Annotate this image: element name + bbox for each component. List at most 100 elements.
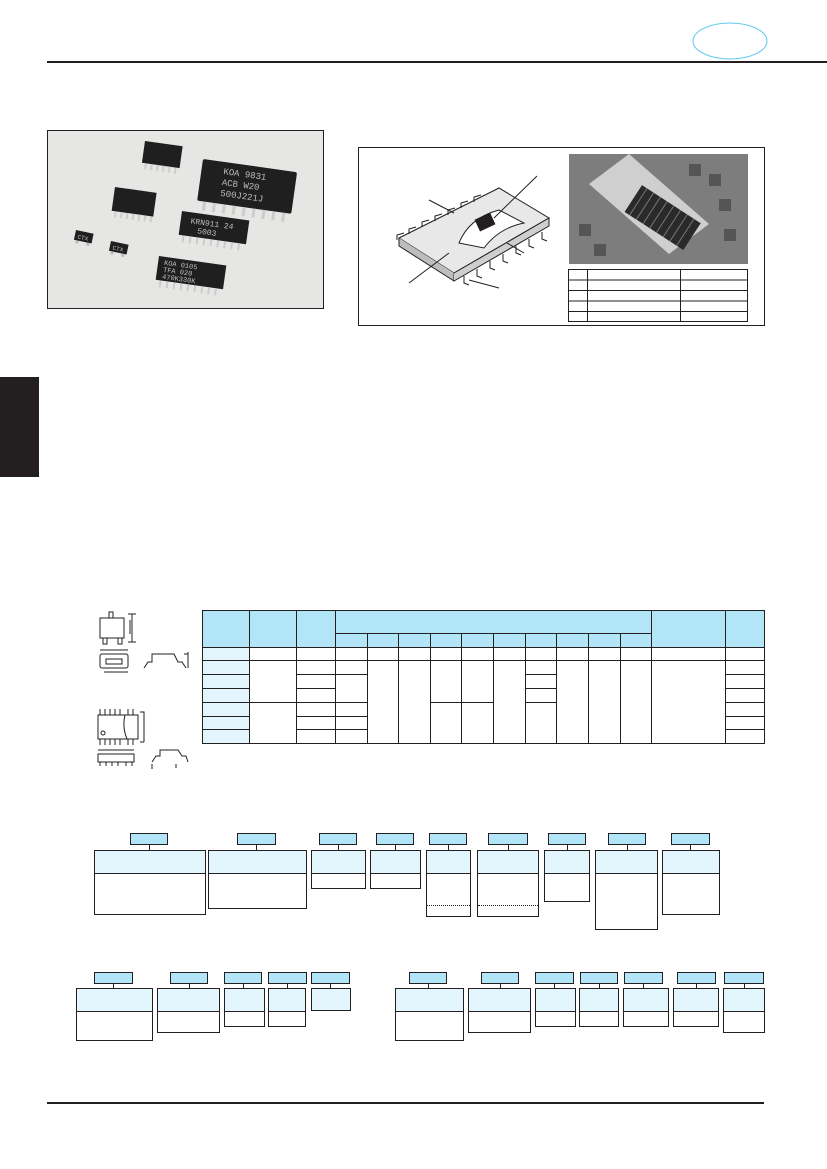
- header-rule: [47, 61, 827, 63]
- code-segment-label: [311, 972, 350, 984]
- dotted-divider: [478, 905, 538, 906]
- connector-line: [448, 845, 449, 850]
- dotted-divider: [427, 905, 470, 906]
- chip: KRN911 24 5003: [178, 211, 250, 251]
- code-segment-header: [95, 851, 205, 874]
- code-segment-label: [268, 972, 307, 984]
- connector-line: [287, 984, 288, 988]
- chip-marking: CTX: [77, 234, 89, 243]
- code-segment-label: [429, 833, 467, 845]
- code-segment-box: [94, 850, 206, 915]
- code-segment-header: [312, 989, 350, 1010]
- connector-line: [256, 845, 257, 850]
- code-segment-box: [544, 850, 590, 902]
- chip: CTX: [73, 230, 94, 247]
- chip: KOA 0105 TFA 020 470K330K: [155, 256, 227, 296]
- code-segment-header: [674, 989, 718, 1012]
- code-segment-header: [77, 989, 152, 1012]
- code-segment-header: [427, 851, 470, 874]
- code-segment-header: [371, 851, 420, 874]
- code-segment-label: [170, 972, 208, 984]
- code-segment-label: [724, 972, 764, 984]
- chip: [141, 141, 183, 174]
- code-segment-label: [237, 833, 276, 845]
- code-segment-box: [157, 988, 220, 1033]
- table-row: [202, 729, 766, 744]
- code-segment-box: [311, 850, 366, 889]
- header-cell: [651, 610, 727, 648]
- code-segment-label: [130, 833, 168, 845]
- connector-line: [189, 984, 190, 988]
- header-cell: [249, 610, 297, 648]
- chip-internal-photo: [569, 154, 748, 264]
- code-segment-header: [724, 989, 764, 1012]
- connector-line: [330, 984, 331, 988]
- code-segment-label: [608, 833, 646, 845]
- connector-line: [567, 845, 568, 850]
- code-segment-label: [488, 833, 528, 845]
- code-segment-box: [595, 850, 658, 930]
- code-segment-label: [481, 972, 519, 984]
- connector-line: [599, 984, 600, 988]
- code-segment-label: [376, 833, 414, 845]
- code-segment-header: [663, 851, 719, 874]
- specification-table: [202, 610, 766, 744]
- code-segment-box: [535, 988, 576, 1027]
- header-cell: [725, 610, 766, 648]
- code-segment-box: [579, 988, 619, 1027]
- connector-line: [428, 984, 429, 988]
- code-segment-label: [224, 972, 262, 984]
- chip-marking: 5003: [197, 227, 217, 239]
- construction-diagram: [358, 147, 765, 326]
- code-segment-box: [662, 850, 720, 915]
- connector-line: [627, 845, 628, 850]
- code-segment-box: [76, 988, 153, 1041]
- code-segment-header: [269, 989, 305, 1012]
- code-segment-label: [409, 972, 447, 984]
- connector-line: [696, 984, 697, 988]
- header-cell: [202, 610, 250, 648]
- chip: [111, 187, 157, 223]
- package-outline-drawings: [97, 611, 189, 769]
- page-badge-oval-icon: [692, 22, 768, 60]
- code-segment-header: [158, 989, 219, 1012]
- connector-line: [149, 845, 150, 850]
- table-row: [202, 660, 766, 744]
- code-segment-label: [319, 833, 357, 845]
- code-segment-box: [426, 850, 471, 917]
- connector-line: [338, 845, 339, 850]
- code-segment-box: [370, 850, 421, 889]
- connector-line: [744, 984, 745, 988]
- table-row: [202, 647, 766, 661]
- code-segment-box: [311, 988, 351, 1011]
- connector-line: [500, 984, 501, 988]
- code-segment-header: [545, 851, 589, 874]
- connector-line: [690, 845, 691, 850]
- code-segment-header: [536, 989, 575, 1012]
- connector-line: [395, 845, 396, 850]
- code-segment-header: [469, 989, 530, 1012]
- table-row: [202, 674, 766, 703]
- header-group-cell: [334, 610, 653, 634]
- chip: KOA 9831 ACB W20 500J221J: [197, 159, 297, 222]
- header-cell: [296, 610, 336, 648]
- code-segment-label: [580, 972, 618, 984]
- code-segment-header: [396, 989, 463, 1012]
- table-row: [202, 702, 766, 744]
- code-segment-header: [312, 851, 365, 874]
- connector-line: [243, 984, 244, 988]
- code-segment-box: [673, 988, 719, 1027]
- chip: CTX: [108, 241, 129, 258]
- code-segment-header: [596, 851, 657, 874]
- code-segment-label: [535, 972, 574, 984]
- code-segment-header: [624, 989, 668, 1012]
- code-segment-header: [478, 851, 538, 874]
- section-side-tab: [0, 377, 39, 477]
- footer-rule: [47, 1102, 764, 1104]
- product-chips-image: KOA 9831 ACB W20 500J221J KRN911 24 5003…: [73, 141, 297, 296]
- connector-line: [643, 984, 644, 988]
- code-segment-label: [671, 833, 710, 845]
- code-segment-box: [723, 988, 765, 1033]
- code-segment-box: [623, 988, 669, 1027]
- code-segment-box: [208, 850, 307, 909]
